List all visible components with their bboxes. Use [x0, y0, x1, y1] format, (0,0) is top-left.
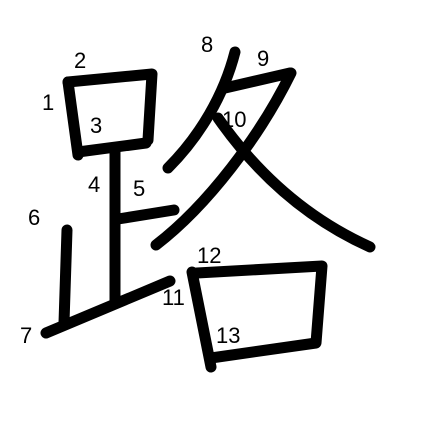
stroke-number-7: 7	[20, 323, 32, 348]
stroke-number-11: 11	[162, 285, 185, 310]
stroke-number-1: 1	[42, 90, 54, 115]
stroke-5	[112, 204, 180, 225]
stroke-13	[191, 260, 328, 364]
stroke-number-3: 3	[90, 113, 102, 138]
stroke-number-9: 9	[257, 46, 269, 71]
stroke-11	[212, 112, 376, 253]
stroke-7	[40, 275, 176, 339]
stroke-1	[62, 76, 84, 161]
stroke-number-12: 12	[197, 243, 221, 268]
stroke-number-6: 6	[28, 205, 40, 230]
stroke-number-13: 13	[216, 323, 240, 348]
stroke-2	[62, 68, 158, 146]
stroke-number-10: 10	[222, 107, 246, 132]
stroke-10	[150, 67, 297, 251]
stroke-number-2: 2	[74, 48, 86, 73]
stroke-12	[186, 266, 217, 373]
stroke-9	[219, 67, 296, 94]
stroke-number-5: 5	[133, 176, 145, 201]
stroke-6	[58, 224, 73, 329]
stroke-number-4: 4	[88, 172, 100, 197]
stroke-8	[162, 46, 241, 174]
stroke-number-8: 8	[201, 32, 213, 57]
